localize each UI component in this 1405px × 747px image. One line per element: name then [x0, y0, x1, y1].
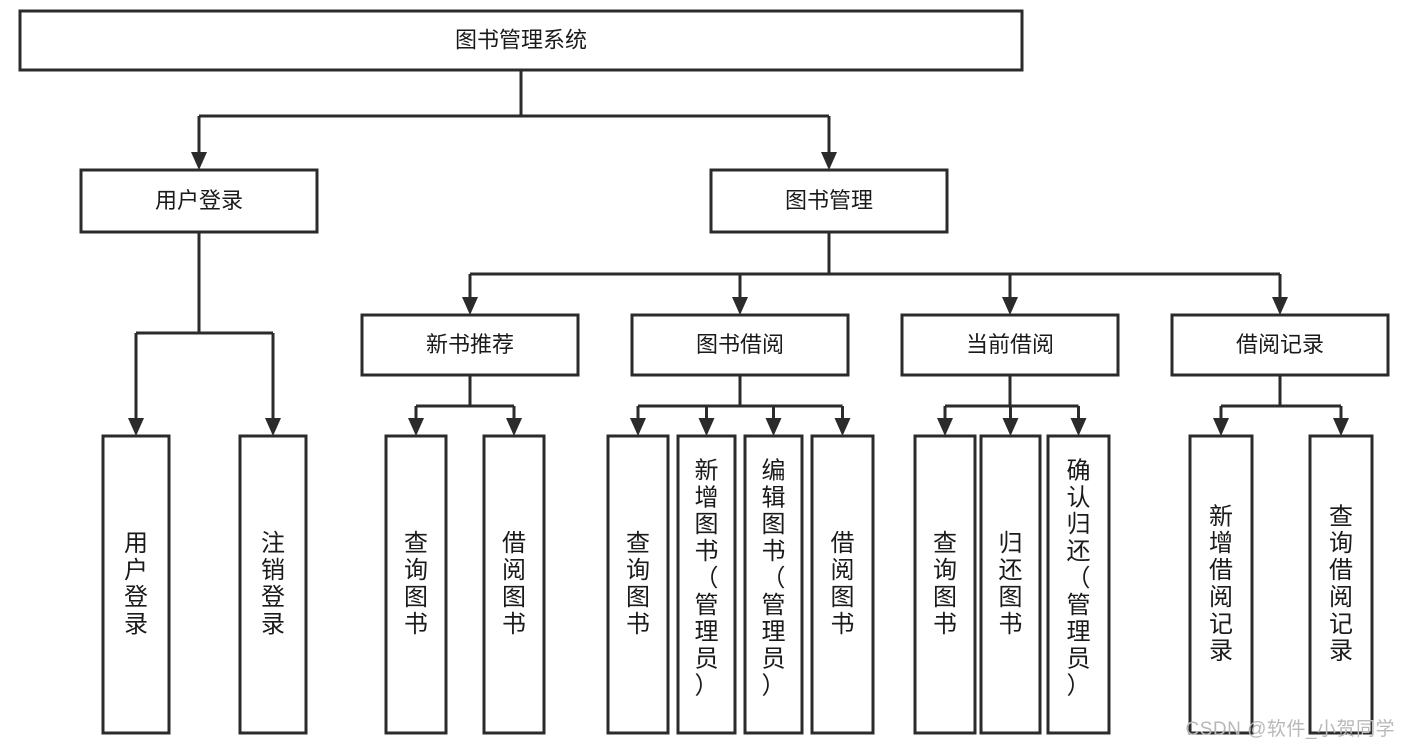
node-leaf-query-book-3-label: 查询图书	[933, 530, 957, 638]
arrow-head-icon	[765, 418, 782, 436]
node-leaf-return-book[interactable]: 归还图书	[979, 434, 1042, 735]
arrow-head-icon	[506, 418, 522, 436]
arrow-head-icon	[821, 152, 837, 170]
node-book-borrow-box	[630, 313, 850, 377]
node-leaf-query-book-1-box	[384, 434, 448, 735]
arrow-head-icon	[937, 418, 953, 436]
node-leaf-borrow-book-2-label: 借阅图书	[831, 530, 855, 638]
node-leaf-query-book-1[interactable]: 查询图书	[384, 434, 448, 735]
node-book-manage[interactable]: 图书管理	[709, 168, 949, 234]
node-leaf-user-logout-box	[238, 434, 308, 735]
arrow-head-icon	[1002, 297, 1018, 315]
node-leaf-confirm-return-box	[1046, 434, 1111, 735]
node-leaf-edit-book-label: 编辑图书（管理员）	[762, 457, 786, 699]
node-leaf-query-book-3-box	[913, 434, 977, 735]
node-leaf-borrow-book-2-box	[810, 434, 875, 735]
node-leaf-query-book-2-box	[606, 434, 670, 735]
node-borrow-record[interactable]: 借阅记录	[1170, 313, 1390, 377]
connector-layer	[128, 70, 1349, 436]
node-leaf-query-book-1-label: 查询图书	[404, 530, 428, 638]
node-leaf-add-book[interactable]: 新增图书（管理员）	[676, 434, 737, 735]
node-leaf-user-logout-label: 注销登录	[261, 530, 285, 638]
node-current-borrow[interactable]: 当前借阅	[900, 313, 1120, 377]
arrow-head-icon	[1070, 418, 1087, 436]
arrow-head-icon	[265, 418, 281, 436]
node-new-book-rec[interactable]: 新书推荐	[360, 313, 580, 377]
node-book-manage-label: 图书管理	[785, 188, 873, 213]
node-current-borrow-box	[900, 313, 1120, 377]
node-book-borrow[interactable]: 图书借阅	[630, 313, 850, 377]
node-borrow-record-label: 借阅记录	[1236, 332, 1324, 357]
node-leaf-confirm-return[interactable]: 确认归还（管理员）	[1046, 434, 1111, 735]
node-leaf-query-book-2-label: 查询图书	[626, 530, 650, 638]
node-leaf-borrow-book-1-box	[482, 434, 546, 735]
arrow-head-icon	[834, 418, 851, 436]
node-root-box	[18, 9, 1024, 72]
node-leaf-user-logout[interactable]: 注销登录	[238, 434, 308, 735]
watermark-label: CSDN @软件_小贺同学	[1185, 719, 1395, 740]
node-book-borrow-label: 图书借阅	[696, 332, 784, 357]
node-leaf-query-record-box	[1308, 434, 1374, 735]
node-leaf-query-record[interactable]: 查询借阅记录	[1308, 434, 1374, 735]
node-leaf-borrow-book-2[interactable]: 借阅图书	[810, 434, 875, 735]
node-leaf-add-book-box	[676, 434, 737, 735]
node-user-login-label: 用户登录	[155, 188, 243, 213]
node-new-book-rec-box	[360, 313, 580, 377]
arrow-head-icon	[630, 418, 646, 436]
arrow-head-icon	[698, 418, 715, 436]
arrow-head-icon	[191, 152, 207, 170]
arrow-head-icon	[408, 418, 424, 436]
node-leaf-user-login-box	[101, 434, 171, 735]
node-leaf-user-login-label: 用户登录	[124, 530, 148, 638]
arrow-head-icon	[462, 297, 478, 315]
node-book-manage-box	[709, 168, 949, 234]
node-leaf-add-record-box	[1188, 434, 1254, 735]
node-user-login-box	[79, 168, 319, 234]
arrow-head-icon	[128, 418, 144, 436]
node-leaf-edit-book[interactable]: 编辑图书（管理员）	[743, 434, 804, 735]
arrow-head-icon	[1213, 418, 1229, 436]
arrow-head-icon	[1002, 418, 1019, 436]
arrow-head-icon	[1272, 297, 1288, 315]
node-leaf-add-record[interactable]: 新增借阅记录	[1188, 434, 1254, 735]
node-root-label: 图书管理系统	[455, 27, 587, 52]
node-new-book-rec-label: 新书推荐	[426, 332, 514, 357]
node-leaf-return-book-label: 归还图书	[999, 530, 1023, 638]
node-borrow-record-box	[1170, 313, 1390, 377]
node-leaf-query-book-2[interactable]: 查询图书	[606, 434, 670, 735]
node-leaf-confirm-return-label: 确认归还（管理员）	[1067, 457, 1091, 699]
node-root[interactable]: 图书管理系统	[18, 9, 1024, 72]
node-user-login[interactable]: 用户登录	[79, 168, 319, 234]
node-leaf-add-record-label: 新增借阅记录	[1209, 503, 1233, 664]
node-leaf-return-book-box	[979, 434, 1042, 735]
node-leaf-query-book-3[interactable]: 查询图书	[913, 434, 977, 735]
node-leaf-user-login[interactable]: 用户登录	[101, 434, 171, 735]
node-layer: 图书管理系统用户登录图书管理新书推荐图书借阅当前借阅借阅记录用户登录注销登录查询…	[18, 9, 1390, 735]
node-leaf-add-book-label: 新增图书（管理员）	[695, 457, 719, 699]
node-current-borrow-label: 当前借阅	[966, 332, 1054, 357]
node-leaf-borrow-book-1-label: 借阅图书	[502, 530, 526, 638]
node-leaf-query-record-label: 查询借阅记录	[1329, 503, 1353, 664]
arrow-head-icon	[1333, 418, 1349, 436]
node-leaf-edit-book-box	[743, 434, 804, 735]
node-leaf-borrow-book-1[interactable]: 借阅图书	[482, 434, 546, 735]
arrow-head-icon	[732, 297, 748, 315]
